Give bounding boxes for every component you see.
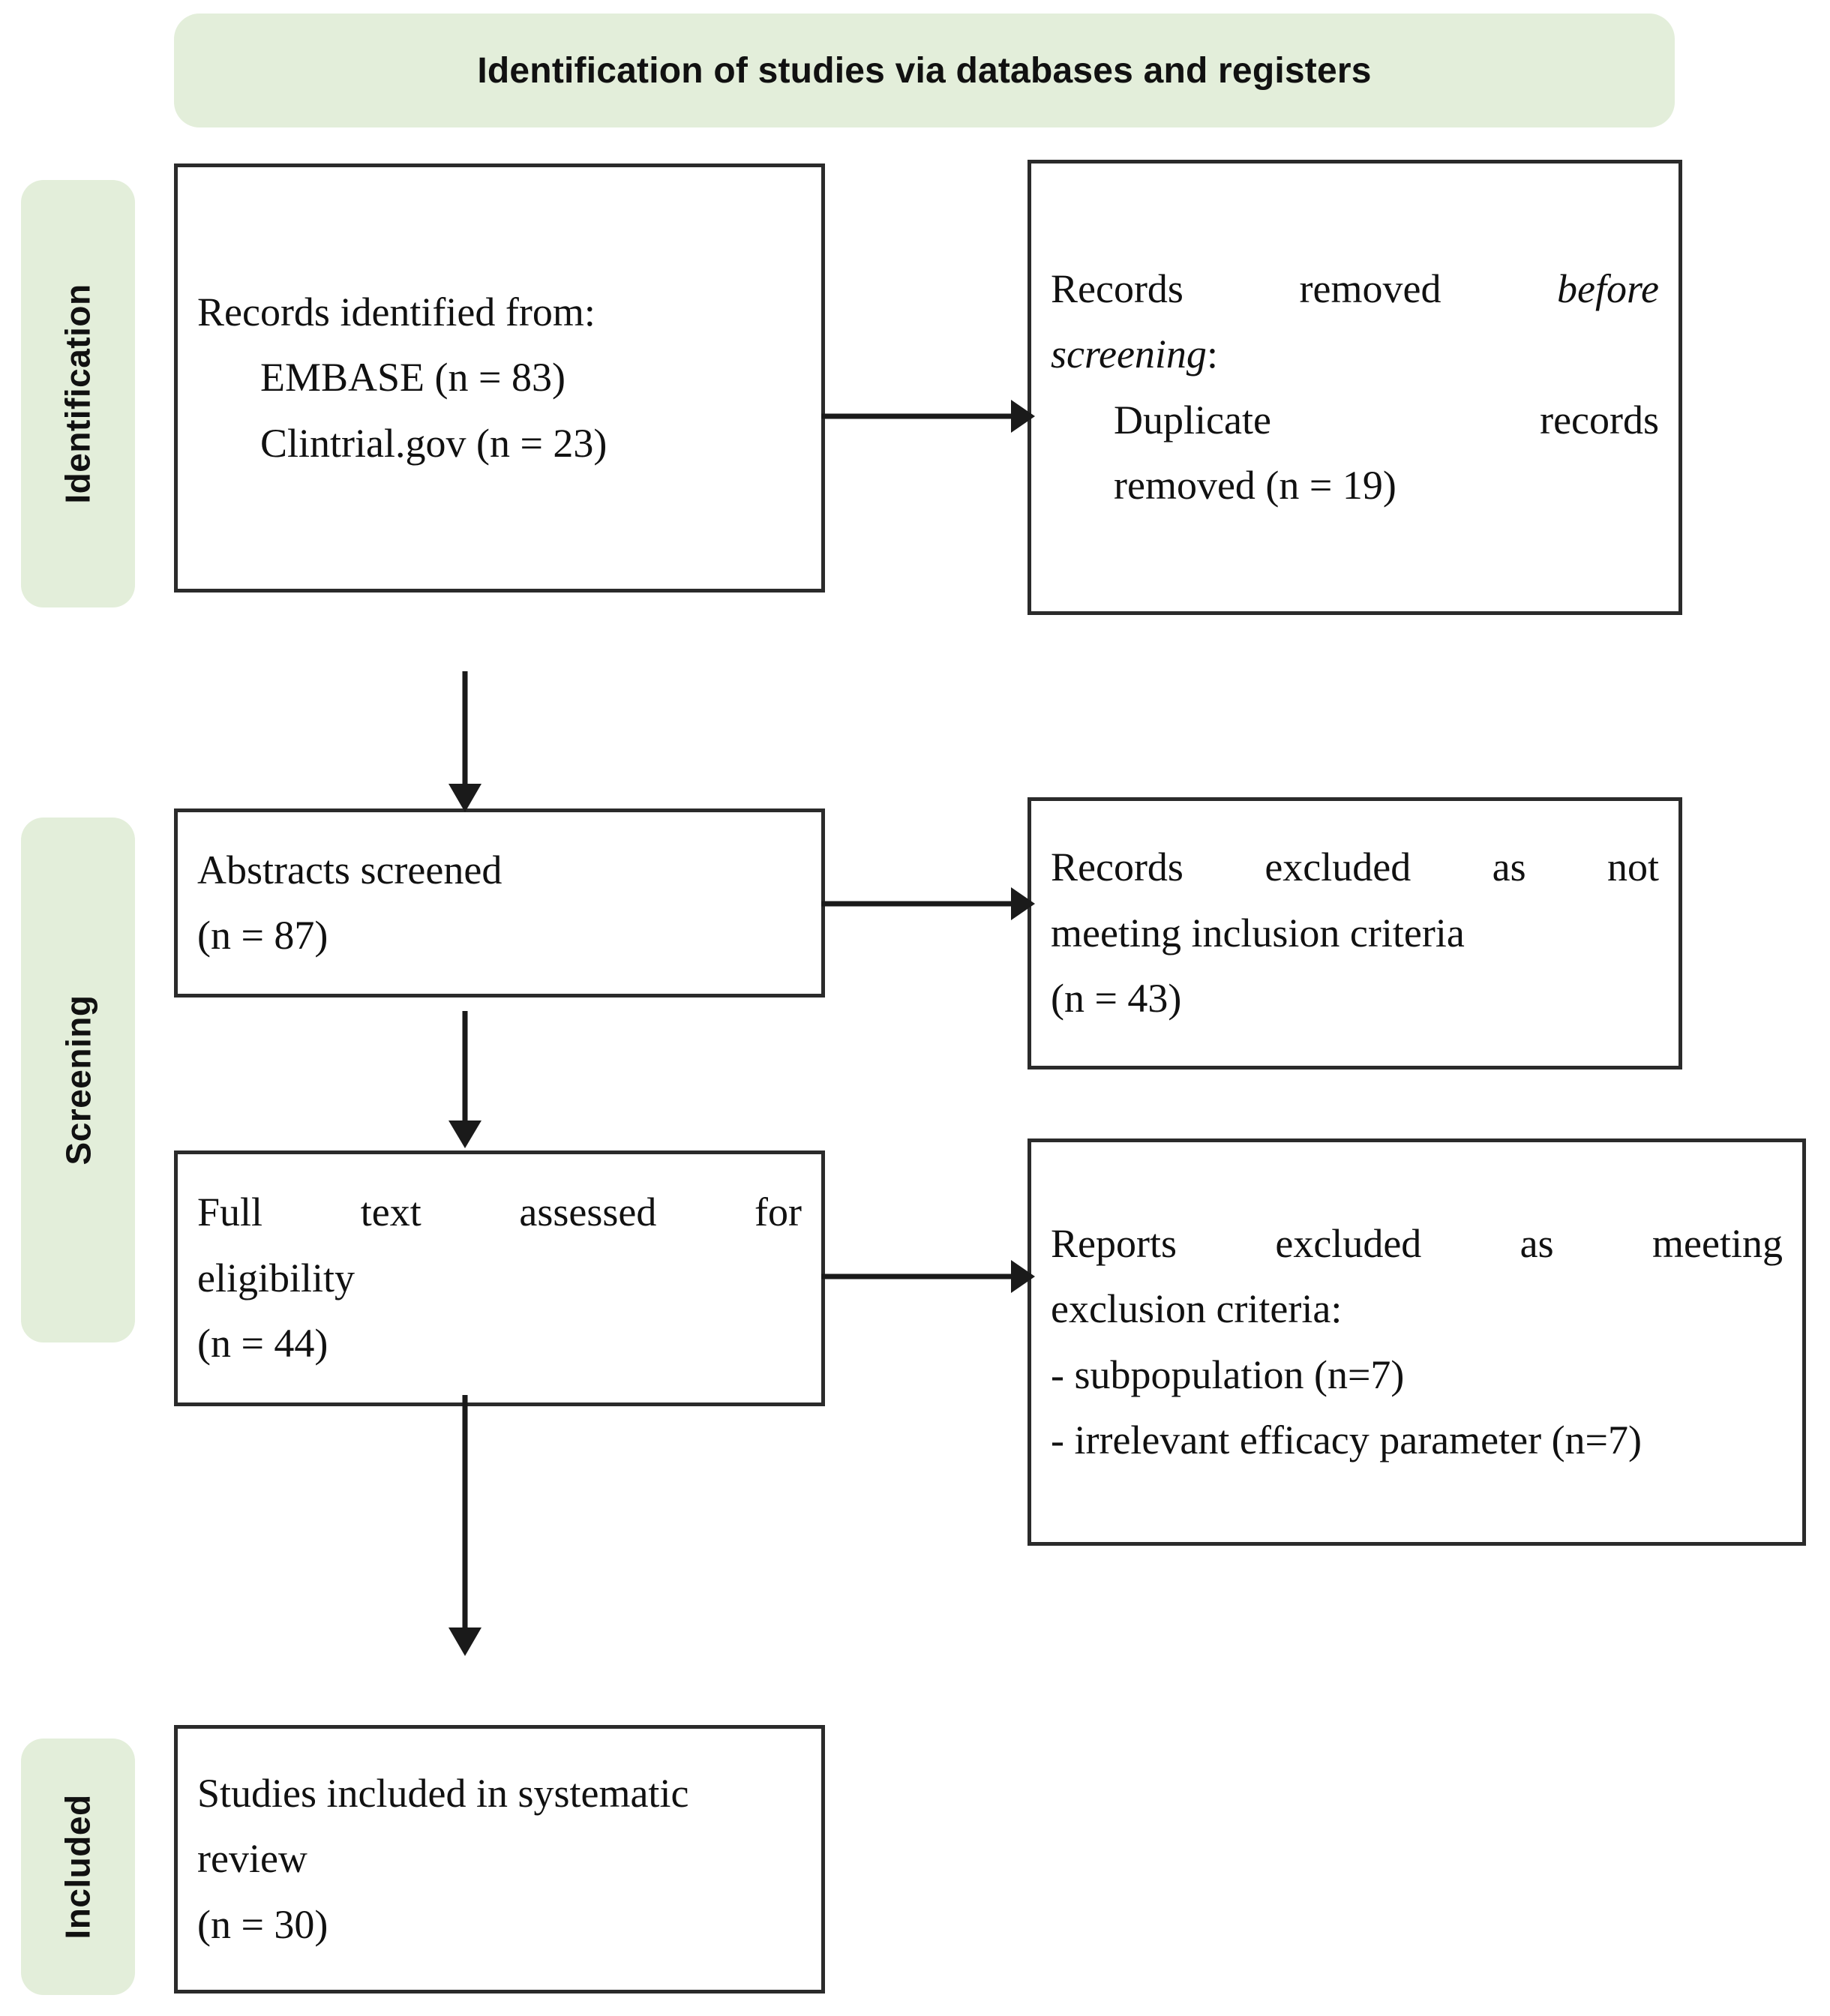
stage-label-identification: Identification [21,180,135,608]
records-removed-line-1: Records removed before [1051,256,1659,322]
diagram-title: Identification of studies via databases … [477,50,1372,91]
records-removed-line-3: Duplicate records [1114,397,1659,442]
box-records-excluded: Records excluded as not meeting inclusio… [1028,797,1682,1070]
box-studies-included-body: Studies included in systematic review (n… [178,1761,821,1958]
arrow-identified-to-removed [821,394,1035,439]
arrow-fulltext-to-studies-included [442,1395,488,1658]
box-abstracts-screened: Abstracts screened (n = 87) [174,808,825,998]
box-fulltext-assessed-body: Full text assessed for eligibility (n = … [178,1180,821,1376]
reports-excluded-reason-subpopulation: - subpopulation (n=7) [1051,1352,1405,1397]
arrow-identified-to-abstracts [442,671,488,814]
fulltext-assessed-line-2: eligibility [197,1255,355,1300]
box-reports-excluded-body: Reports excluded as meeting exclusion cr… [1031,1211,1802,1474]
box-abstracts-screened-body: Abstracts screened (n = 87) [178,838,821,969]
box-studies-included: Studies included in systematic review (n… [174,1725,825,1994]
arrow-abstracts-to-fulltext [442,1011,488,1150]
box-records-identified: Records identified from: EMBASE (n = 83)… [174,164,825,592]
box-records-excluded-body: Records excluded as not meeting inclusio… [1031,835,1678,1031]
records-excluded-line-1: Records excluded as not [1051,844,1659,890]
records-identified-line-1: Records identified from: [197,289,596,334]
reports-excluded-reason-efficacy: - irrelevant efficacy parameter (n=7) [1051,1417,1642,1462]
arrow-abstracts-to-excluded [821,881,1035,926]
box-fulltext-assessed-for-eligibility: Full text assessed for eligibility (n = … [174,1150,825,1406]
records-removed-line-4: removed (n = 19) [1114,462,1396,508]
studies-included-line-2: review [197,1836,308,1882]
records-excluded-count: (n = 43) [1051,976,1182,1022]
stage-label-screening-text: Screening [58,994,98,1166]
arrow-fulltext-to-reports-excluded [821,1254,1035,1299]
studies-included-count: (n = 30) [197,1901,328,1947]
abstracts-screened-line-1: Abstracts screened [197,847,502,892]
box-records-removed-body: Records removed before screening: Duplic… [1031,256,1678,519]
reports-excluded-line-1: Reports excluded as meeting [1051,1220,1783,1266]
records-identified-line-embase: EMBASE (n = 83) [260,355,566,400]
stage-label-identification-text: Identification [58,284,98,504]
box-records-identified-body: Records identified from: EMBASE (n = 83)… [178,280,821,476]
records-removed-colon: : [1206,332,1218,377]
stage-label-screening: Screening [21,818,135,1342]
abstracts-screened-count: (n = 87) [197,913,328,958]
reports-excluded-line-2: exclusion criteria: [1051,1286,1342,1332]
records-removed-screening-italic: screening [1051,332,1207,377]
records-removed-line-2: screening: [1051,322,1659,387]
fulltext-assessed-line-1: Full text assessed for [197,1190,802,1235]
stage-label-included-text: Included [58,1794,98,1940]
box-records-removed-before-screening: Records removed before screening: Duplic… [1028,160,1682,615]
fulltext-assessed-count: (n = 44) [197,1321,328,1366]
box-reports-excluded: Reports excluded as meeting exclusion cr… [1028,1138,1806,1546]
diagram-header-banner: Identification of studies via databases … [174,14,1675,128]
stage-label-included: Included [21,1738,135,1995]
records-removed-text-plain: Records removed [1051,266,1558,311]
records-excluded-line-2: meeting inclusion criteria [1051,910,1465,956]
records-removed-text-italic: before [1557,266,1659,311]
studies-included-line-1: Studies included in systematic [197,1770,689,1816]
records-identified-line-clintrial: Clintrial.gov (n = 23) [260,420,608,466]
